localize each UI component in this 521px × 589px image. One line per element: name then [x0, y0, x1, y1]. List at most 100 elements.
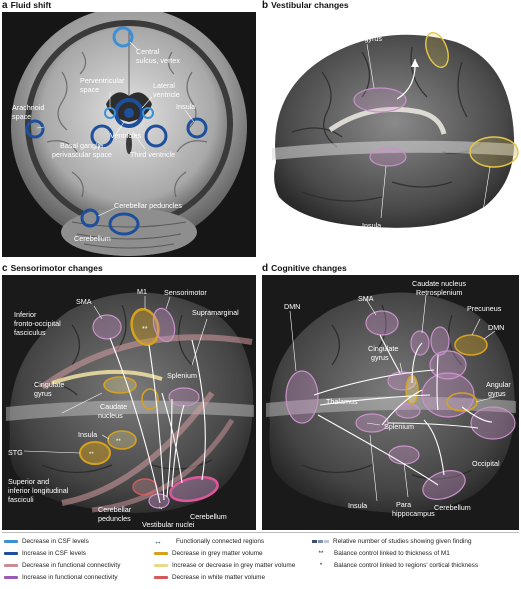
label-stg: STG [8, 448, 23, 457]
legend-text: Balance control linked to thickness of M… [334, 550, 450, 557]
csf-decrease-vertex [112, 26, 134, 48]
label-vestibular: Vestibular nuclei [142, 520, 195, 529]
label-ventricles: Ventricles [110, 131, 142, 140]
legend-text: Increase or decrease in grey matter volu… [172, 562, 296, 569]
double-arrow-icon: ↔ [154, 536, 162, 546]
legend-text: Decrease in CSF levels [22, 538, 89, 545]
label-basal: Basal ganglia, [60, 141, 105, 150]
label-cingulate-c: Cingulate [34, 380, 64, 389]
label-occipital-b: Occipital gyrus [452, 233, 500, 242]
legend-csf-increase: Increase in CSF levels [4, 550, 86, 557]
label-sma-c: SMA [76, 297, 92, 306]
label-cingulate-d-2: gyrus [371, 353, 389, 362]
csf-increase-arachnoid [25, 119, 45, 139]
csf-increase-basal-right [144, 124, 168, 148]
legend-text: Increase in functional connectivity [22, 574, 118, 581]
gradient-bars-icon [312, 540, 329, 543]
label-longitudinal-2: inferior longitudinal [8, 486, 69, 495]
label-cingulate-d: Cingulate [368, 344, 398, 353]
label-cerebellum: Cerebellum [74, 234, 111, 243]
panel-b-title-text: Vestibular changes [271, 0, 349, 10]
legend-csf-decrease: Decrease in CSF levels [4, 538, 89, 545]
parahippocampus-region-d [388, 445, 420, 465]
fc-occipital [469, 136, 519, 168]
csf-increase-basal-left [90, 124, 114, 148]
label-caudate-d: Caudate nucleus [412, 279, 466, 288]
sma-region [92, 314, 122, 340]
panel-c-image: ** ** ** SMA M1 Sensorimotor Inferior fr… [2, 275, 256, 530]
stg-region [79, 441, 111, 465]
label-cerebellum-c: Cerebellum [190, 512, 227, 521]
connection-arrows-c [109, 337, 206, 504]
legend-m1-thickness: ** Balance control linked to thickness of… [312, 550, 450, 557]
label-longitudinal-3: fasciculi [8, 495, 34, 504]
double-star-mark: ** [318, 550, 324, 557]
label-insula-d: Insula [348, 501, 367, 510]
swatch-csf-increase [4, 552, 18, 555]
single-star-mark: * [319, 562, 323, 569]
label-occipital-d: Occipital [472, 459, 500, 468]
legend-text: Increase in CSF levels [22, 550, 86, 557]
panel-b-image: Sensorimotor areas Cingulate gyrus Insul… [262, 12, 519, 257]
sma-region-d [365, 310, 399, 336]
swatch-gm-mixed [154, 564, 168, 567]
label-ifof-3: fasciculus [14, 328, 46, 337]
label-periventricular-2: space [80, 85, 99, 94]
label-insula-c: Insula [78, 430, 97, 439]
label-supramarginal: Supramarginal [192, 308, 239, 317]
swatch-fc-decrease [4, 564, 18, 567]
m1-region [130, 308, 160, 346]
panel-d-letter: d [262, 263, 269, 274]
label-thalamus-d: Thalamus [326, 397, 358, 406]
dmn-right-region [454, 334, 488, 356]
legend-gm-mixed: Increase or decrease in grey matter volu… [154, 562, 295, 569]
label-dmn-left: DMN [284, 302, 300, 311]
label-para-d: Para [396, 500, 411, 509]
legend-text: Functionally connected regions [176, 538, 265, 545]
label-ifof-2: fronto-occipital [14, 319, 61, 328]
label-arachnoid: Arachnoid [12, 103, 44, 112]
legend-text: Balance control linked to regions' corti… [334, 562, 479, 569]
panel-c-title-text: Sensorimotor changes [10, 263, 103, 273]
splenium-region-d [395, 403, 421, 419]
label-insula: Insula [176, 102, 195, 111]
precuneus-region-d [429, 350, 467, 380]
cingulate-band [51, 369, 163, 385]
label-sensorimotor-b: Sensorimotor areas [420, 17, 483, 26]
panel-a-title-text: Fluid shift [10, 0, 52, 10]
label-dmn-right: DMN [488, 323, 504, 332]
legend-fc-increase: Increase in functional connectivity [4, 574, 118, 581]
legend-study-count: Relative number of studies showing given… [312, 538, 472, 545]
connection-arrows-d [313, 334, 493, 486]
label-angular-d-2: gyrus [488, 389, 506, 398]
legend-cortical-thickness: * Balance control linked to regions' cort… [312, 562, 478, 569]
caudate-region-c [141, 388, 159, 410]
label-sensorimotor-c: Sensorimotor [164, 288, 207, 297]
peduncles-region-c [132, 478, 158, 496]
legend-functional-connection: ↔ Functionally connected regions [154, 536, 265, 546]
legend-wm-decrease: Decrease in white matter volume [154, 574, 265, 581]
sensorimotor-region-c [152, 307, 176, 343]
csf-periventricular-right [142, 107, 154, 119]
legend-fc-decrease: Decrease in functional connectivity [4, 562, 120, 569]
fc-increase-insula [369, 147, 407, 167]
retro-region-d [430, 326, 450, 356]
label-cingulate-b: Cingulate gyrus [332, 34, 382, 43]
csf-increase-ventricle-core [124, 108, 134, 118]
label-basal-2: perivascular space [52, 150, 112, 159]
label-cerebellum-d: Cerebellum [434, 503, 471, 512]
label-caudate-c-2: nucleus [98, 411, 123, 420]
csf-increase-cerebellum [108, 212, 140, 236]
legend-text: Decrease in functional connectivity [22, 562, 121, 569]
swatch-csf-decrease [4, 540, 18, 543]
label-para-d-2: hippocampus [392, 509, 435, 518]
label-splenium-c: Splenium [167, 371, 197, 380]
label-lateral: Lateral [153, 81, 175, 90]
label-precuneus-d: Precuneus [467, 304, 502, 313]
label-splenium-d: Splenium [384, 422, 414, 431]
csf-increase-insula [186, 117, 208, 139]
